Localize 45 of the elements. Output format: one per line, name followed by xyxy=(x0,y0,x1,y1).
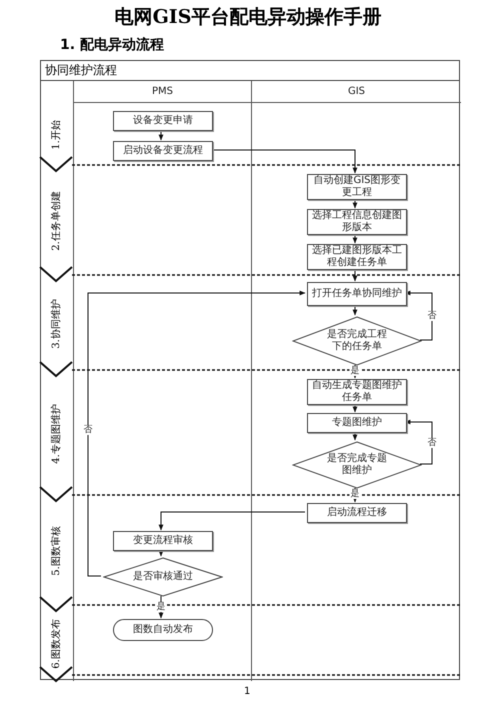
process-box: 专题图维护 xyxy=(307,413,407,433)
edge-label: 是 xyxy=(350,366,360,376)
arrow xyxy=(88,290,306,576)
decision-text: 是否完成工程下的任务单 xyxy=(326,329,388,353)
arrow xyxy=(352,198,358,209)
page-number: 1 xyxy=(244,686,250,697)
phase-label: 1.开始 xyxy=(51,120,63,150)
lane-header: GIS xyxy=(252,81,461,103)
phase-label: 5.图数审核 xyxy=(51,526,63,576)
process-box: 启动流程迁移 xyxy=(307,503,407,523)
edge-label: 否 xyxy=(426,311,438,321)
process-box: 设备变更申请 xyxy=(113,111,213,131)
phase-label: 3.协同维护 xyxy=(51,298,63,348)
edge-label: 是 xyxy=(350,489,360,499)
process-box: 变更流程审核 xyxy=(113,531,213,551)
arrow xyxy=(352,432,358,441)
process-box: 自动生成专题图维护任务单 xyxy=(307,379,407,405)
decision-text: 是否完成专题图维护 xyxy=(326,453,388,477)
swimlane xyxy=(251,81,461,681)
phase-label: 2.任务单创建 xyxy=(51,191,63,251)
arrow xyxy=(352,234,358,244)
process-box: 选择工程信息创建图形版本 xyxy=(307,209,407,235)
phase-label: 4.专题图维护 xyxy=(51,404,63,464)
swimlane xyxy=(73,81,251,681)
section-heading: 1. 配电异动流程 xyxy=(60,36,164,54)
process-box: 启动设备变更流程 xyxy=(113,141,213,161)
pool-frame xyxy=(40,60,460,680)
pool-title: 协同维护流程 xyxy=(41,61,459,81)
arrow xyxy=(352,404,358,413)
process-box: 选择已建图形版本工程创建任务单 xyxy=(307,244,407,270)
lane-header: PMS xyxy=(74,81,251,103)
arrow xyxy=(158,512,306,531)
decision-diamond xyxy=(292,316,422,366)
edge-label: 否 xyxy=(426,438,438,448)
edge-label: 否 xyxy=(82,425,94,435)
edge-label: 是 xyxy=(156,602,166,612)
process-box: 自动创建GIS图形变更工程 xyxy=(307,174,407,200)
terminator-box: 图数自动发布 xyxy=(113,619,213,641)
decision-diamond xyxy=(292,441,422,489)
decision-diamond xyxy=(103,557,223,597)
document-title: 电网GIS平台配电异动操作手册 xyxy=(114,5,382,30)
phase-label: 6.图数发布 xyxy=(51,618,63,668)
decision-text: 是否审核通过 xyxy=(132,571,194,583)
process-box: 打开任务单协同维护 xyxy=(307,282,407,306)
arrow xyxy=(158,550,164,557)
